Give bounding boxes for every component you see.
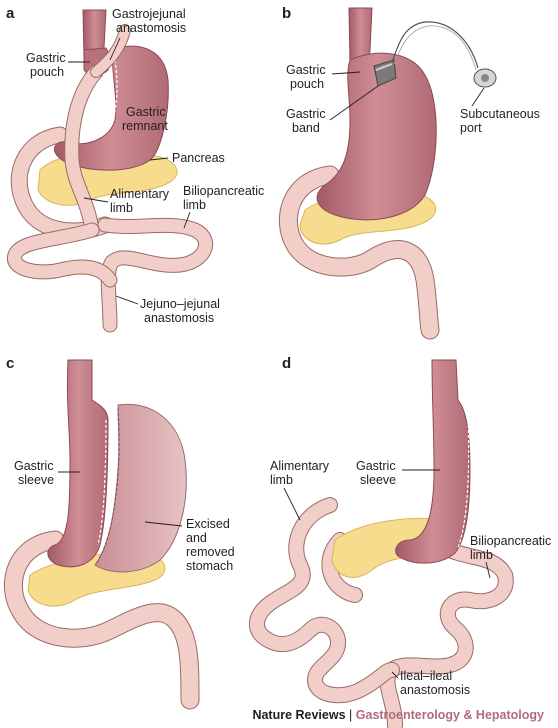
label-jejuno-jejunal-line2: anastomosis <box>144 311 214 325</box>
port-tubing-inner <box>393 25 477 71</box>
label-d-biliopancreatic-line1: Biliopancreatic <box>470 534 551 548</box>
label-biliopancreatic-limb-d: Biliopancreatic limb <box>470 534 555 562</box>
credit-separator: | <box>349 708 353 722</box>
label-gastric-band-line1: Gastric <box>286 107 326 121</box>
label-b-gastric-pouch-line2: pouch <box>290 77 324 91</box>
sleeve-staple-line-d <box>457 419 470 549</box>
duodenum-b <box>279 166 439 339</box>
label-alimentary-limb-d: Alimentary limb <box>270 459 333 487</box>
label-jejuno-jejunal-line1: Jejuno–jejunal <box>140 297 220 311</box>
label-subcutaneous-line2: port <box>460 121 482 135</box>
leader-biliopancreatic-limb-d <box>485 561 491 579</box>
label-d-alimentary-line1: Alimentary <box>270 459 330 473</box>
label-excised-line2: and <box>186 531 207 545</box>
gastric-sleeve-d <box>395 359 471 564</box>
leader-subcutaneous-port-b <box>471 87 485 107</box>
credit-journal: Gastroenterology & Hepatology <box>355 708 544 722</box>
alimentary-limb-a <box>65 65 103 237</box>
label-gastric-pouch-b: Gastric pouch <box>286 63 329 91</box>
label-c-gastric-sleeve-line1: Gastric <box>14 459 54 473</box>
panel-b-letter: b <box>282 5 291 22</box>
label-d-gastric-sleeve-line1: Gastric <box>356 459 396 473</box>
label-subcutaneous-port-b: Subcutaneous port <box>460 107 543 135</box>
label-gastric-pouch-line1: Gastric <box>26 51 66 65</box>
label-b-gastric-pouch-line1: Gastric <box>286 63 326 77</box>
label-excised-line3: removed <box>186 545 235 559</box>
leader-alimentary-limb-d <box>283 487 301 521</box>
label-c-gastric-sleeve-line2: sleeve <box>18 473 54 487</box>
label-gastrojejunal-a: Gastrojejunal anastomosis <box>112 7 189 35</box>
leader-jejuno-jejunal-a <box>115 295 139 305</box>
gastric-band <box>373 59 397 87</box>
label-subcutaneous-line1: Subcutaneous <box>460 107 540 121</box>
panel-a: a Gastrojejunal anastomosis Gastric p <box>6 5 268 333</box>
leader-pancreas-a <box>149 157 169 161</box>
label-gastric-pouch-a: Gastric pouch <box>26 51 69 79</box>
label-gastric-pouch-line2: pouch <box>30 65 64 79</box>
label-ileal-line1: Ileal–ileal <box>400 669 452 683</box>
leader-gastrojejunal-a <box>109 37 121 61</box>
label-jejuno-jejunal-a: Jejuno–jejunal anastomosis <box>140 297 223 325</box>
gj-limb-a <box>91 25 130 77</box>
excision-line-c <box>95 407 120 565</box>
panel-b: b Gastric pouch Gastric band Subcut <box>278 5 543 340</box>
label-gastrojejunal-line2: anastomosis <box>116 21 186 35</box>
stomach-b <box>316 52 437 221</box>
gastric-band-highlight <box>375 63 393 71</box>
label-excised-line4: stomach <box>186 559 233 573</box>
leader-alimentary-limb-a <box>83 197 109 203</box>
subcutaneous-port-center <box>481 74 489 82</box>
label-gastric-remnant-line2: remnant <box>122 119 168 133</box>
figure-credit: Nature Reviews | Gastroenterology & Hepa… <box>0 708 544 722</box>
duodenum-c <box>4 531 199 709</box>
label-gastric-band-b: Gastric band <box>286 107 329 135</box>
sleeve-staple-line-c <box>97 419 107 546</box>
label-biliopancreatic-limb-a: Biliopancreatic limb <box>183 184 268 212</box>
common-limb-a <box>8 223 117 287</box>
label-alimentary-limb-line2: limb <box>110 201 133 215</box>
leader-gastric-pouch-b <box>331 71 361 75</box>
label-excised-stomach-c: Excised and removed stomach <box>186 517 238 573</box>
gastric-sleeve-c <box>47 359 109 568</box>
label-gastric-band-line2: band <box>292 121 320 135</box>
alimentary-limb-d <box>250 498 399 703</box>
label-biliopancreatic-line1: Biliopancreatic <box>183 184 264 198</box>
biliopancreatic-limb-outline-d <box>379 540 514 728</box>
leader-gastric-band-b <box>329 85 379 121</box>
label-pancreas-a: Pancreas <box>172 151 225 165</box>
leader-excised-stomach-c <box>144 521 183 527</box>
label-ileal-ileal-d: Ileal–ileal anastomosis <box>400 669 470 697</box>
panel-d: d Alimentary limb Gastric sleeve Biliopa… <box>249 355 555 728</box>
panel-c-letter: c <box>6 355 14 372</box>
port-tubing <box>391 21 479 69</box>
panel-c: c Gastric sleeve Excised and removed sto… <box>3 355 238 710</box>
label-d-biliopancreatic-line2: limb <box>470 548 493 562</box>
panel-d-letter: d <box>282 355 291 372</box>
staple-line-remnant-a <box>112 59 118 121</box>
leader-ileal-ileal-d <box>391 671 399 679</box>
label-gastrojejunal-line1: Gastrojejunal <box>112 7 186 21</box>
leader-biliopancreatic-limb-a <box>183 211 191 229</box>
label-gastric-sleeve-c: Gastric sleeve <box>14 459 57 487</box>
label-alimentary-limb-a: Alimentary limb <box>110 187 173 215</box>
biliopancreatic-limb-d <box>380 541 513 728</box>
label-ileal-line2: anastomosis <box>400 683 470 697</box>
label-gastric-sleeve-d: Gastric sleeve <box>356 459 399 487</box>
label-excised-line1: Excised <box>186 517 230 531</box>
label-d-gastric-sleeve-line2: sleeve <box>360 473 396 487</box>
label-biliopancreatic-line2: limb <box>183 198 206 212</box>
credit-brand: Nature Reviews <box>252 708 346 722</box>
panel-a-letter: a <box>6 5 15 22</box>
label-alimentary-limb-line1: Alimentary <box>110 187 170 201</box>
label-gastric-remnant-a: Gastric remnant <box>122 105 169 133</box>
excised-stomach-c <box>94 403 187 573</box>
label-gastric-remnant-line1: Gastric <box>126 105 166 119</box>
label-d-alimentary-line2: limb <box>270 473 293 487</box>
